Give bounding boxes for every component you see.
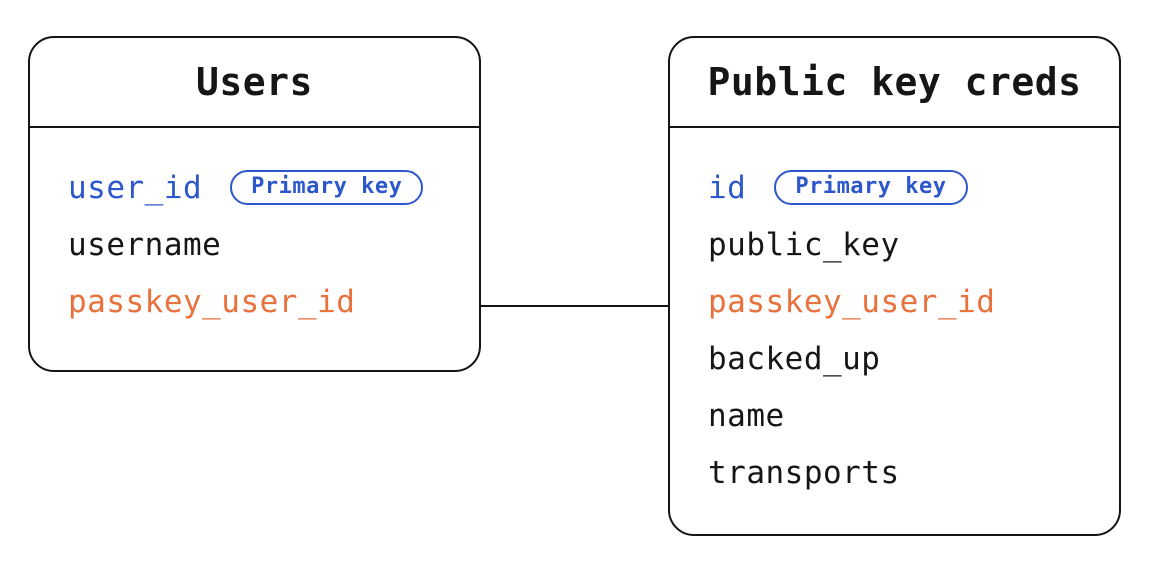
field-name: passkey_user_id [708,283,996,320]
field-name: username [68,226,222,263]
relationship-line [479,305,670,307]
field-row-public-key: public_key [708,216,1105,273]
field-row-passkey-user-id: passkey_user_id [68,273,465,330]
field-name: passkey_user_id [68,283,356,320]
field-name: public_key [708,226,900,263]
table-title: Users [30,38,479,128]
field-row-username: username [68,216,465,273]
primary-key-badge: Primary key [230,169,424,206]
field-row-name: name [708,387,1105,444]
field-row-backed-up: backed_up [708,330,1105,387]
field-row-user-id: user_id Primary key [68,159,465,216]
field-name: user_id [68,169,203,206]
primary-key-badge: Primary key [774,169,968,206]
table-fields: id Primary key public_key passkey_user_i… [670,128,1119,501]
field-name: id [708,169,747,206]
field-name: backed_up [708,340,881,377]
field-row-passkey-user-id: passkey_user_id [708,273,1105,330]
table-node-public-key-creds[interactable]: Public key creds id Primary key public_k… [668,36,1121,536]
table-fields: user_id Primary key username passkey_use… [30,128,479,330]
table-node-users[interactable]: Users user_id Primary key username passk… [28,36,481,372]
field-name: name [708,397,785,434]
field-row-transports: transports [708,444,1105,501]
table-title: Public key creds [670,38,1119,128]
field-name: transports [708,454,900,491]
field-row-id: id Primary key [708,159,1105,216]
